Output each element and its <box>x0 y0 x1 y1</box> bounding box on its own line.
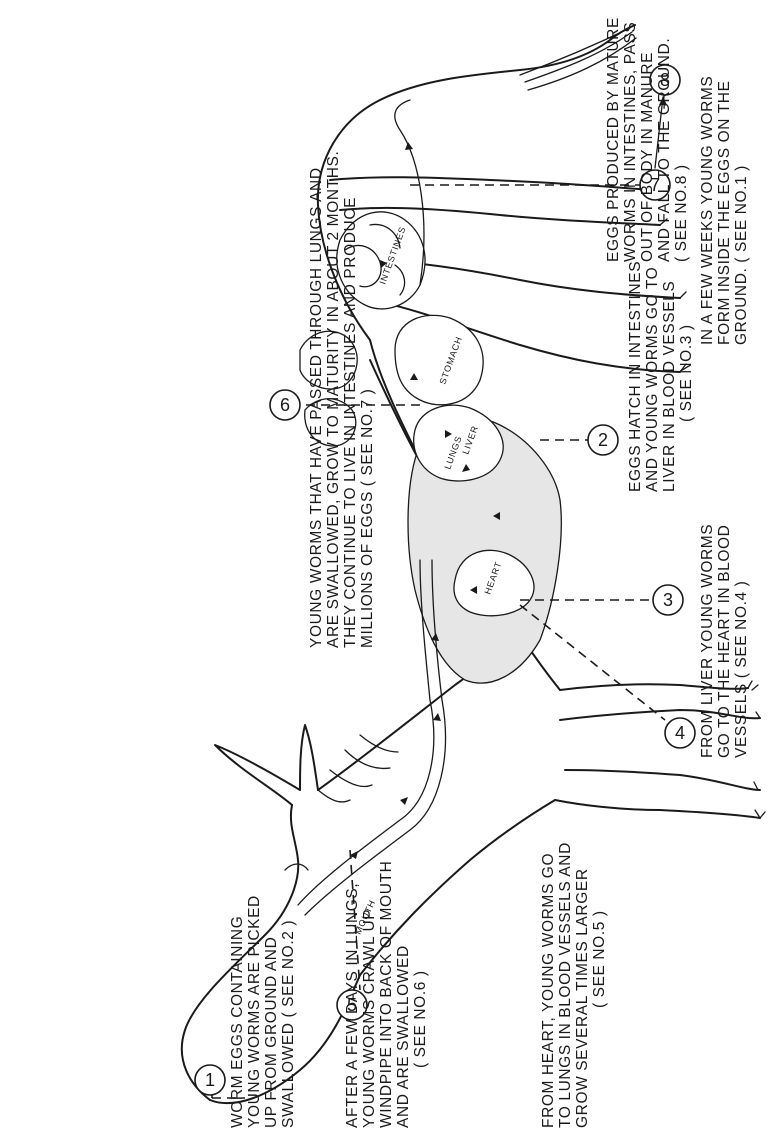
step-5-line-5: ( SEE NO.6 ) <box>412 970 429 1068</box>
step-4-caption: FROM HEART, YOUNG WORMS GO TO LUNGS IN B… <box>540 842 608 1128</box>
step-5-line-1: AFTER A FEW DAYS IN LUNGS, <box>344 883 361 1128</box>
step-3-number: 3 <box>663 590 673 610</box>
step-4-line-2: TO LUNGS IN BLOOD VESSELS AND <box>557 842 574 1128</box>
step-3-line-1: FROM LIVER YOUNG WORMS <box>699 524 716 758</box>
step-4-line-4: ( SEE NO.5 ) <box>591 910 608 1008</box>
step-4-line-1: FROM HEART, YOUNG WORMS GO <box>540 853 557 1128</box>
step-1-line-3: UP FROM GROUND AND <box>263 937 280 1128</box>
step-5-line-2: YOUNG WORMS CRAWL UP <box>361 909 378 1128</box>
step-6-line-4: MILLIONS OF EGGS ( SEE NO.7 ) <box>359 389 376 648</box>
step-1-marker: 1 <box>195 1065 225 1095</box>
step-2-line-1: EGGS HATCH IN INTESTINES <box>627 261 644 492</box>
step-6-marker: 6 <box>270 390 300 420</box>
step-5-line-4: AND ARE SWALLOWED <box>395 945 412 1128</box>
eye <box>285 864 308 870</box>
step-8-line-1: IN A FEW WEEKS YOUNG WORMS <box>699 76 716 345</box>
step-2-marker: 2 <box>588 425 618 455</box>
step-4-marker: 4 <box>665 718 695 748</box>
step-8-line-2: FORM INSIDE THE EGGS ON THE <box>716 80 733 345</box>
step-8-caption: IN A FEW WEEKS YOUNG WORMS FORM INSIDE T… <box>699 76 750 345</box>
step-7-line-5: ( SEE NO.8 ) <box>673 164 690 262</box>
step-3-line-3: VESSELS ( SEE NO.4 ) <box>733 581 750 758</box>
step-7-caption: EGGS PRODUCED BY MATURE WORMS IN INTESTI… <box>605 17 690 262</box>
step-6-line-1: YOUNG WORMS THAT HAVE PASSED THROUGH LUN… <box>308 167 325 648</box>
step-5-caption: AFTER A FEW DAYS IN LUNGS, YOUNG WORMS C… <box>344 861 429 1128</box>
step-1-caption: WORM EGGS CONTAINING YOUNG WORMS ARE PIC… <box>229 895 297 1128</box>
step-2-line-2: AND YOUNG WORMS GO TO <box>644 267 661 492</box>
step-6-line-2: ARE SWALLOWED, GROW TO MATURITY IN ABOUT… <box>325 151 342 648</box>
step-2-line-4: ( SEE NO.3 ) <box>678 324 695 422</box>
step-8-line-3: GROUND. ( SEE NO.1 ) <box>733 165 750 345</box>
step-6-line-3: THEY CONTINUE TO LIVE IN INTESTINES AND … <box>342 197 359 648</box>
step-3-caption: FROM LIVER YOUNG WORMS GO TO THE HEART I… <box>699 524 750 758</box>
step-7-line-3: OUT OF BODY IN MANURE <box>639 52 656 262</box>
step-7-line-1: EGGS PRODUCED BY MATURE <box>605 17 622 262</box>
step-5-line-3: WINDPIPE INTO BACK OF MOUTH <box>378 861 395 1128</box>
step-3-marker: 3 <box>653 585 683 615</box>
step-1-line-1: WORM EGGS CONTAINING <box>229 916 246 1128</box>
step-2-caption: EGGS HATCH IN INTESTINES AND YOUNG WORMS… <box>627 261 695 492</box>
step-2-number: 2 <box>598 430 608 450</box>
step-4-line-3: GROW SEVERAL TIMES LARGER <box>574 868 591 1128</box>
step-1-line-4: SWALLOWED ( SEE NO.2 ) <box>280 920 297 1128</box>
step-3-line-2: GO TO THE HEART IN BLOOD <box>716 525 733 758</box>
step-6-number: 6 <box>280 395 290 415</box>
step-1-number: 1 <box>205 1070 215 1090</box>
step-7-line-4: AND FALL TO THE GROUND. <box>656 38 673 262</box>
step-7-line-2: WORMS IN INTESTINES, PASS <box>622 22 639 262</box>
step-4-number: 4 <box>675 723 685 743</box>
step-1-line-2: YOUNG WORMS ARE PICKED <box>246 895 263 1128</box>
step-2-line-3: LIVER IN BLOOD VESSELS <box>661 281 678 492</box>
